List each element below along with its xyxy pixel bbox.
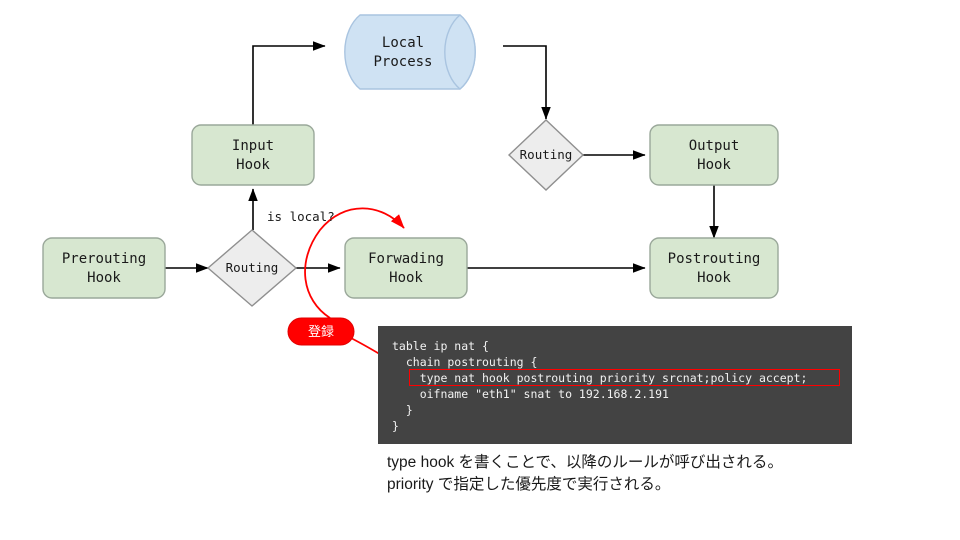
- edge-localprocess-to-routing-right: [503, 45, 551, 120]
- code-panel: table ip nat { chain postrouting { type …: [378, 326, 852, 444]
- registration-annotation-arrow: [304, 207, 405, 319]
- routing-right-label: Routing: [520, 147, 573, 162]
- edge-label-is-local: is local?: [267, 209, 335, 224]
- local-process-label-line2: Process: [373, 54, 432, 70]
- output-hook-label-line1: Output: [689, 138, 740, 154]
- node-prerouting-hook[interactable]: Prerouting Hook: [42, 237, 166, 299]
- prerouting-hook-label-line2: Hook: [87, 270, 121, 286]
- output-hook-label-line2: Hook: [697, 157, 731, 173]
- routing-left-label: Routing: [226, 260, 279, 275]
- registration-badge-label: 登録: [308, 324, 334, 339]
- postrouting-hook-label-line2: Hook: [697, 270, 731, 286]
- prerouting-hook-label-line1: Prerouting: [62, 251, 146, 267]
- node-input-hook[interactable]: Input Hook: [191, 124, 315, 186]
- node-routing-left[interactable]: Routing: [206, 229, 298, 307]
- caption-text: type hook を書くことで、以降のルールが呼び出される。 priority…: [387, 454, 783, 493]
- local-process-label-line1: Local: [382, 35, 424, 51]
- postrouting-hook-label-line1: Postrouting: [668, 251, 761, 267]
- forwading-hook-label-line1: Forwading: [368, 251, 444, 267]
- registration-badge[interactable]: 登録: [287, 317, 355, 346]
- input-hook-label-line1: Input: [232, 138, 274, 154]
- node-local-process[interactable]: Local Process: [344, 14, 476, 90]
- node-routing-right[interactable]: Routing: [507, 119, 585, 191]
- code-panel-text: table ip nat { chain postrouting { type …: [392, 339, 808, 433]
- node-output-hook[interactable]: Output Hook: [649, 124, 779, 186]
- node-postrouting-hook[interactable]: Postrouting Hook: [649, 237, 779, 299]
- input-hook-label-line2: Hook: [236, 157, 270, 173]
- edge-input-to-localprocess: [252, 41, 326, 125]
- node-forwading-hook[interactable]: Forwading Hook: [344, 237, 468, 299]
- forwading-hook-label-line2: Hook: [389, 270, 423, 286]
